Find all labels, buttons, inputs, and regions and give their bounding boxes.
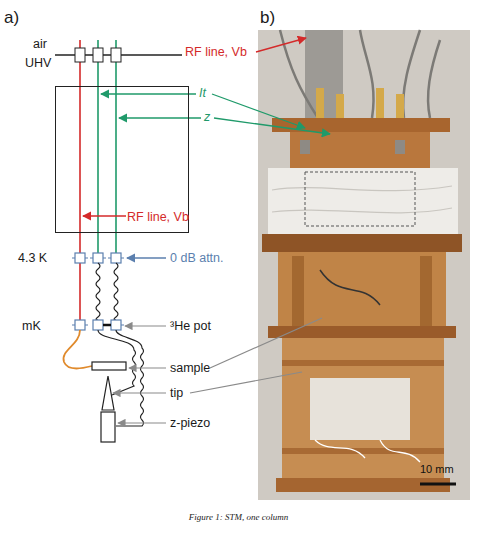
ring — [282, 448, 444, 454]
part-name: z-piezo — [170, 416, 210, 430]
feedthrough — [75, 48, 85, 62]
stage-temperature: 4.3 K — [18, 251, 47, 265]
brass-block — [290, 132, 430, 168]
connector — [300, 140, 310, 154]
post — [420, 256, 432, 326]
attenuator-connectors — [72, 253, 124, 263]
region-name: UHV — [25, 56, 51, 70]
photo-background — [258, 30, 470, 500]
leader-arrow — [129, 367, 166, 368]
rf-line — [79, 40, 81, 320]
connector-symbol — [111, 253, 121, 263]
part-name: sample — [170, 361, 210, 375]
wire — [315, 440, 420, 462]
leader-arrow — [256, 38, 306, 52]
bias-wire — [63, 330, 92, 369]
part-name: tip — [170, 386, 183, 400]
connector-symbol — [93, 320, 103, 330]
coax-wire — [114, 263, 118, 320]
connector-tab — [72, 324, 124, 325]
leader-arrow — [212, 94, 305, 128]
connector-symbol — [93, 253, 103, 263]
wiring — [280, 30, 440, 118]
connector-symbol — [75, 253, 85, 263]
connector-tab — [72, 257, 124, 258]
copper-stage — [278, 252, 446, 328]
leader-line — [190, 372, 302, 393]
cryostat-box: RF line, Vb — [55, 86, 189, 233]
signal-name: It — [199, 86, 206, 100]
coax-connector — [316, 88, 324, 118]
connector — [395, 140, 405, 154]
leader-line — [210, 318, 322, 368]
sample-plate — [92, 362, 126, 370]
leader-arrow — [127, 257, 166, 258]
scan-head — [282, 338, 444, 480]
post — [292, 256, 304, 326]
part-name: 0 dB attn. — [170, 251, 224, 265]
coax-connector — [396, 94, 404, 118]
dashed-frame — [305, 172, 415, 226]
scale-label: 10 mm — [420, 463, 454, 476]
insulation-wrap — [268, 168, 458, 234]
signal-name: z — [204, 110, 210, 124]
signal-name: RF line, Vb — [127, 210, 189, 224]
figure-caption: Figure 1: STM, one column — [0, 512, 477, 522]
panel-letter: b) — [260, 8, 275, 28]
connector-symbol — [111, 320, 121, 330]
feedthrough — [111, 48, 121, 62]
wrap-fold — [272, 186, 452, 213]
ring — [282, 360, 444, 366]
copper-plate — [262, 234, 462, 252]
current-line — [97, 40, 99, 253]
coax-connector — [376, 88, 384, 118]
piezo-wire — [116, 330, 144, 426]
leader-arrow — [113, 392, 166, 393]
copper-plate — [268, 326, 456, 338]
he3-pot-bar — [103, 324, 111, 327]
coax-wire — [96, 263, 100, 320]
leader-arrow — [118, 422, 166, 423]
part-name: ³He pot — [170, 319, 211, 333]
piezo-symbol — [101, 412, 115, 442]
tip-wire — [98, 330, 136, 395]
connector-symbol — [75, 320, 85, 330]
panel-letter: a) — [4, 8, 19, 28]
coax-connector — [336, 94, 344, 118]
leader-arrow — [101, 93, 196, 94]
feedthrough — [93, 48, 103, 62]
leader-arrow — [83, 215, 126, 216]
photo — [258, 30, 470, 500]
signal-name: RF line, Vb — [185, 45, 247, 59]
scale-bar — [420, 483, 456, 486]
z-line — [115, 40, 117, 253]
tip-symbol — [102, 376, 114, 410]
piezo-body — [310, 378, 410, 440]
leader-arrow — [125, 325, 166, 326]
mk-connectors — [72, 320, 124, 330]
stage-temperature: mK — [22, 319, 41, 333]
leader-arrow — [214, 118, 330, 134]
region-name: air — [33, 37, 47, 51]
wire — [320, 270, 380, 305]
